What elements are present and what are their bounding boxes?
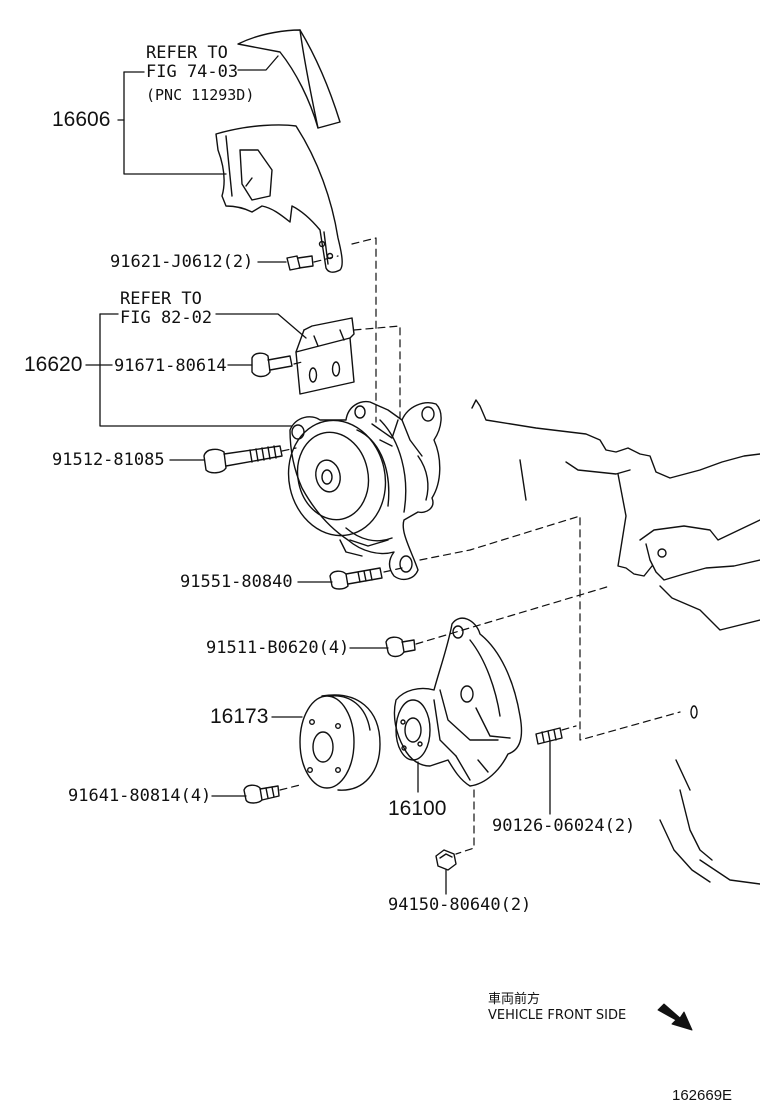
refer-fig-74-pnc: (PNC 11293D) [146, 86, 255, 104]
part-number-16620: 16620 [24, 353, 83, 376]
refer-fig-82-line1: REFER TO [120, 289, 202, 309]
refer-fig-82-line2: FIG 82-02 [120, 308, 213, 328]
part-number-91551: 91551-80840 [180, 572, 293, 592]
part-number-91641: 91641-80814(4) [68, 786, 212, 806]
part-number-91621: 91621-J0612(2) [110, 252, 254, 272]
diagram-id: 162669E [672, 1087, 733, 1104]
part-number-16173: 16173 [210, 705, 269, 728]
part-number-94150: 94150-80640(2) [388, 895, 532, 915]
part-number-91512: 91512-81085 [52, 450, 165, 470]
nut-94150 [435, 849, 457, 871]
timing-cover-upper [237, 29, 341, 129]
part-number-90126: 90126-06024(2) [492, 816, 636, 836]
bolt-91512 [203, 445, 283, 474]
assembly-dashed-lines [279, 237, 681, 855]
part-number-91511: 91511-B0620(4) [206, 638, 350, 658]
belt-tensioner-16620 [287, 400, 442, 581]
water-pump-pulley-16173 [299, 694, 381, 791]
part-number-16606: 16606 [52, 108, 111, 131]
part-number-16100: 16100 [388, 797, 447, 820]
refer-fig-74-line1: REFER TO [146, 43, 228, 63]
stud-90126 [535, 727, 563, 745]
refer-fig-74-line2: FIG 74-03 [146, 62, 239, 82]
leader-lines [85, 55, 551, 895]
bolt-91671 [251, 352, 293, 378]
part-number-91671: 91671-80614 [114, 356, 227, 376]
water-pump-16100 [393, 617, 523, 787]
bolt-91511 [385, 636, 416, 658]
vehicle-front-label-en: VEHICLE FRONT SIDE [488, 1008, 627, 1023]
bolt-91641 [243, 784, 280, 804]
vehicle-front-label-jp: 車両前方 [488, 992, 541, 1007]
arrow-down-right-icon [657, 1003, 693, 1031]
engine-block-outline [471, 399, 760, 885]
bracket-plate [295, 317, 355, 395]
bolt-91621 [286, 255, 314, 271]
timing-cover-16606 [215, 124, 343, 273]
bolt-91551 [329, 567, 383, 590]
